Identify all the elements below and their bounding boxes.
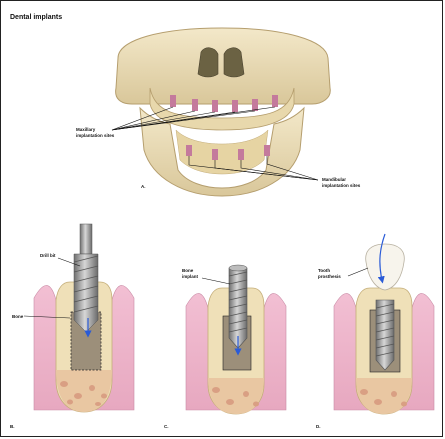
maxillary-site-6 (272, 95, 278, 107)
mandibular-site-4 (264, 145, 270, 156)
skull-illustration (116, 28, 331, 196)
drill-shank (80, 224, 92, 254)
bone-label: Bone (12, 314, 24, 319)
maxillary-site-1 (170, 95, 176, 107)
mandibular-site-2 (212, 149, 218, 160)
maxillary-label-line2: implantation sites (76, 133, 115, 138)
drill-bit-label: Drill bit (40, 253, 56, 258)
mandibular-label-line1: Mandibular (322, 177, 346, 182)
tooth-crown (366, 244, 405, 290)
panel-b-label: B. (10, 424, 15, 429)
panel-c-label: C. (164, 424, 169, 429)
maxillary-site-5 (252, 99, 258, 111)
mandibular-site-3 (238, 149, 244, 160)
drill-bit (74, 254, 98, 332)
maxillary-site-4 (232, 100, 238, 112)
maxillary-site-2 (192, 99, 198, 111)
mandibular-site-1 (186, 145, 192, 156)
mandibular-label-line2: implantation sites (322, 183, 361, 188)
maxillary-label-line1: Maxillary (76, 127, 96, 132)
maxillary-site-3 (212, 100, 218, 112)
tooth-prosthesis-label-line2: prosthesis (318, 274, 341, 279)
panel-d-prosthesis (334, 234, 434, 414)
tooth-prosthesis-label-line1: Tooth (318, 268, 330, 273)
panel-c-implant (186, 265, 286, 414)
panel-d-label: D. (316, 424, 321, 429)
seated-implant (376, 300, 394, 370)
bone-implant-label-line2: implant (182, 274, 199, 279)
bone-implant-label-line1: Bone (182, 268, 194, 273)
panel-a-label: A. (141, 184, 146, 189)
